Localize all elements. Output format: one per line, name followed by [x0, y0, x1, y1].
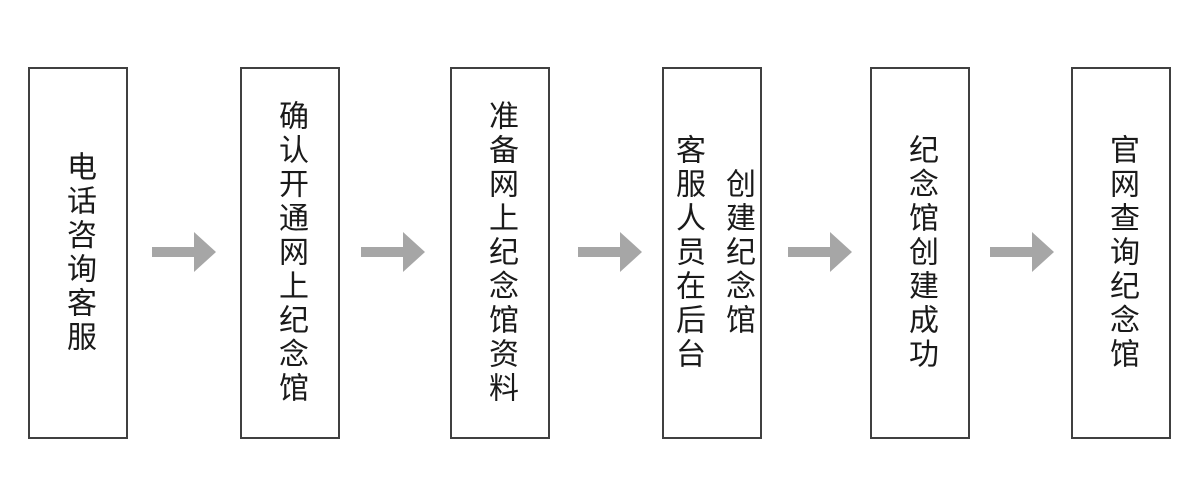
right-arrow-icon-1	[152, 232, 216, 272]
flow-step-1-label: 电话咨询客服	[62, 151, 95, 355]
right-arrow-shape	[788, 232, 852, 272]
flow-step-3-label: 准备网上纪念馆资料	[484, 100, 517, 406]
flow-step-2-label: 确认开通网上纪念馆	[274, 100, 307, 406]
flow-step-5: 纪念馆创建成功	[870, 67, 970, 439]
flow-step-5-label: 纪念馆创建成功	[904, 134, 937, 372]
flow-step-4-label-col-2: 创建纪念馆	[721, 168, 754, 338]
right-arrow-shape	[990, 232, 1054, 272]
right-arrow-shape	[152, 232, 216, 272]
flow-step-6: 官网查询纪念馆	[1071, 67, 1171, 439]
right-arrow-shape	[578, 232, 642, 272]
flow-step-2: 确认开通网上纪念馆	[240, 67, 340, 439]
right-arrow-shape	[361, 232, 425, 272]
right-arrow-icon-3	[578, 232, 642, 272]
flow-step-4: 客服人员在后台 创建纪念馆	[662, 67, 762, 439]
right-arrow-icon-5	[990, 232, 1054, 272]
flow-step-1: 电话咨询客服	[28, 67, 128, 439]
flow-step-3: 准备网上纪念馆资料	[450, 67, 550, 439]
right-arrow-icon-2	[361, 232, 425, 272]
flow-step-4-label-col-1: 客服人员在后台	[671, 134, 704, 372]
flow-step-6-label: 官网查询纪念馆	[1105, 134, 1138, 372]
right-arrow-icon-4	[788, 232, 852, 272]
